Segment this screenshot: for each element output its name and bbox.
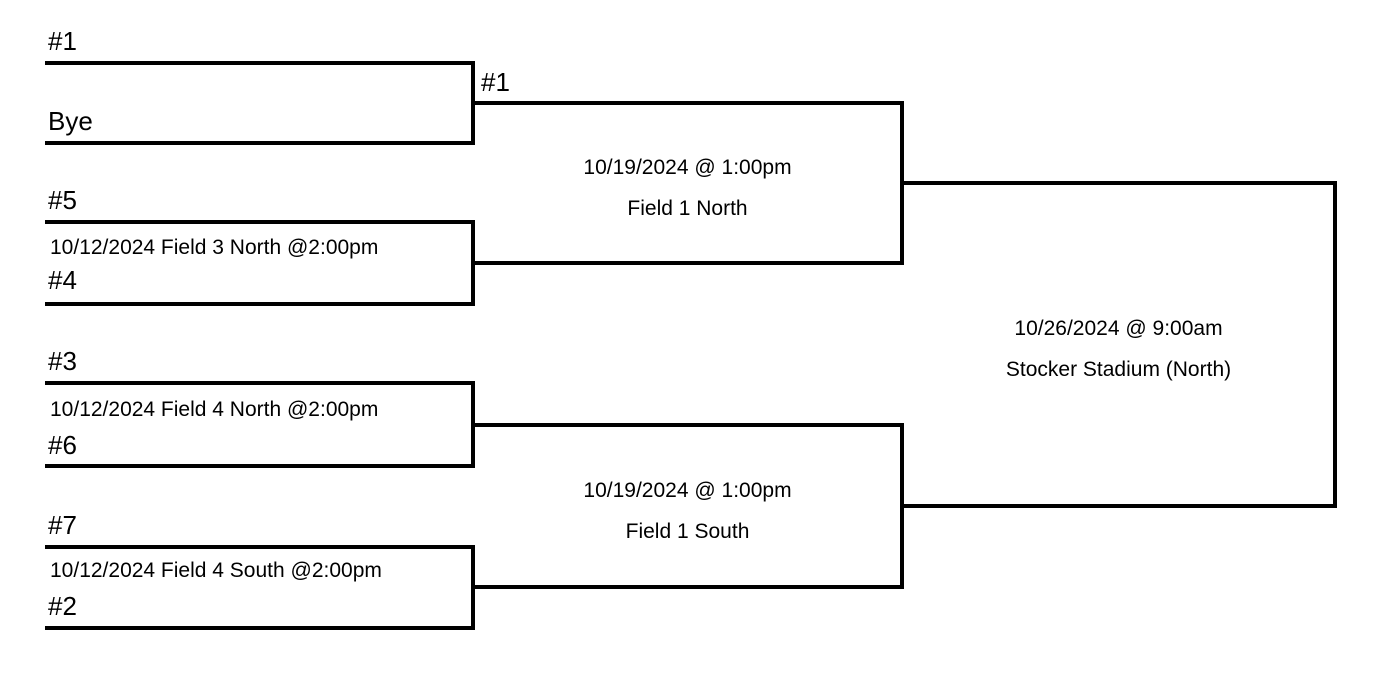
- match4-top-seed-label: #7: [48, 510, 77, 540]
- match4-connector: [45, 545, 475, 630]
- match2-bottom-seed-label: #4: [48, 265, 77, 295]
- semifinal2-datetime-label: 10/19/2024 @ 1:00pm: [583, 479, 792, 502]
- semifinal1-venue-label: Field 1 North: [627, 197, 748, 220]
- semifinal1-connector: [471, 101, 904, 265]
- semifinal1-datetime-label: 10/19/2024 @ 1:00pm: [583, 156, 792, 179]
- match4-schedule-label: 10/12/2024 Field 4 South @2:00pm: [50, 559, 382, 582]
- final-venue-label: Stocker Stadium (North): [1005, 358, 1232, 381]
- match3-top-seed-label: #3: [48, 346, 77, 376]
- match2-connector: [45, 220, 475, 306]
- final-connector: [900, 181, 1337, 508]
- match1-bottom-seed-label: Bye: [48, 106, 93, 136]
- semifinal1-advancer-label: #1: [481, 67, 510, 97]
- match3-bottom-seed-label: #6: [48, 430, 77, 460]
- match4-bottom-seed-label: #2: [48, 591, 77, 621]
- match2-top-seed-label: #5: [48, 185, 77, 215]
- semifinal2-connector: [471, 423, 904, 589]
- final-datetime-label: 10/26/2024 @ 9:00am: [1014, 317, 1223, 340]
- match3-connector: [45, 381, 475, 468]
- match1-top-seed-label: #1: [48, 26, 77, 56]
- match1-connector: [45, 61, 475, 145]
- match2-schedule-label: 10/12/2024 Field 3 North @2:00pm: [50, 236, 379, 259]
- match3-schedule-label: 10/12/2024 Field 4 North @2:00pm: [50, 398, 379, 421]
- semifinal2-venue-label: Field 1 South: [625, 520, 750, 543]
